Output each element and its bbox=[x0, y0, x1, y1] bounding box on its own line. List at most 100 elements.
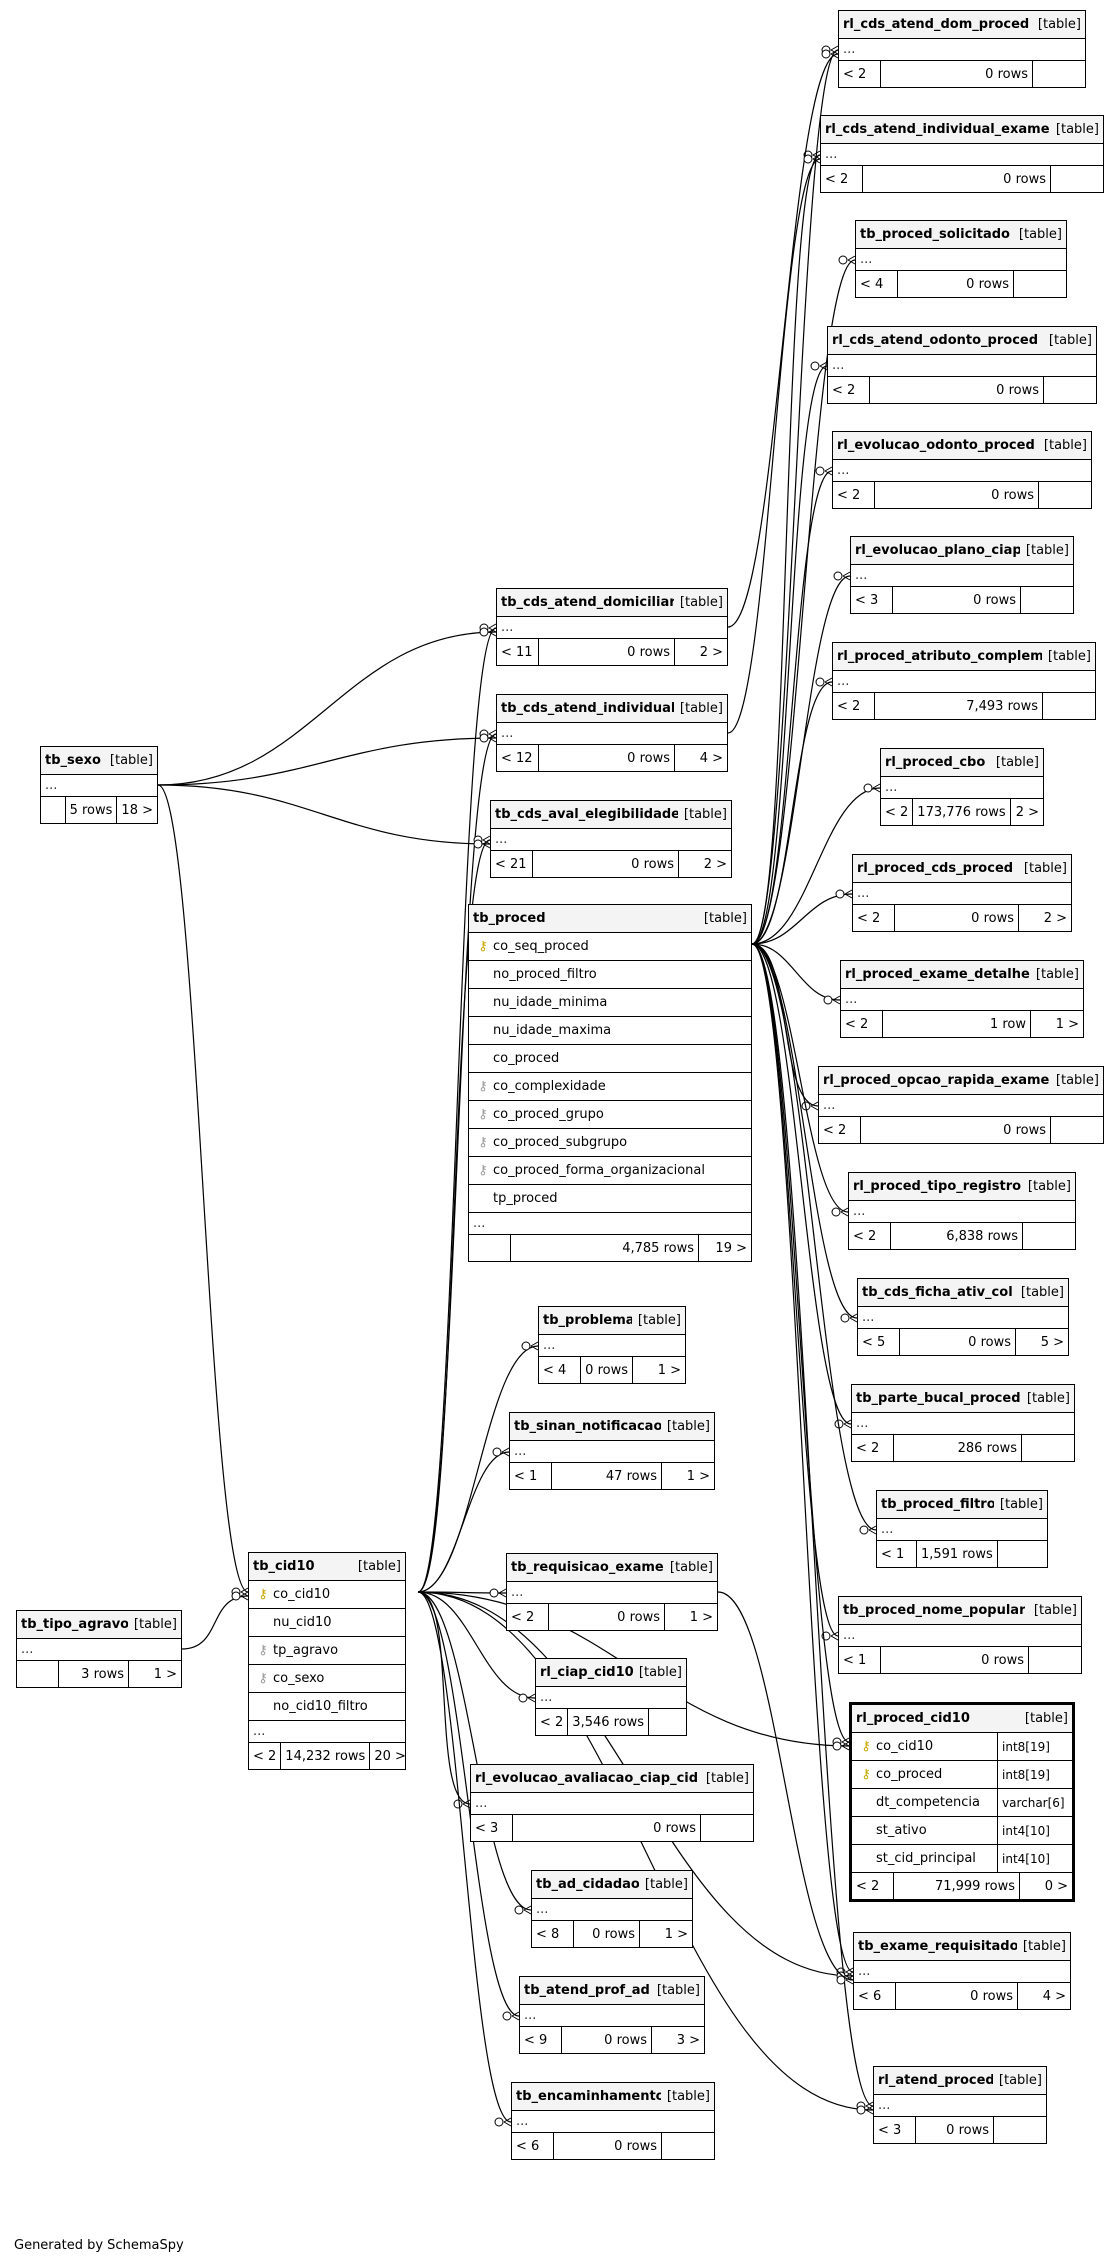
table-name[interactable]: tb_requisicao_exame bbox=[511, 1560, 664, 1575]
column-row[interactable]: nu_idade_maxima bbox=[469, 1017, 751, 1045]
table-name[interactable]: rl_evolucao_plano_ciap bbox=[855, 543, 1020, 558]
table-name[interactable]: rl_proced_cid10 bbox=[856, 1711, 970, 1726]
parent-count: < 4 bbox=[856, 271, 898, 297]
table-name[interactable]: rl_proced_cds_proced bbox=[857, 861, 1014, 876]
table-name[interactable]: rl_atend_proced bbox=[878, 2073, 993, 2088]
column-row[interactable]: ⚷co_complexidade bbox=[469, 1073, 751, 1101]
row-count: 0 rows bbox=[533, 851, 679, 877]
column-row[interactable]: ⚷co_proced_forma_organizacional bbox=[469, 1157, 751, 1185]
column-row[interactable]: ⚷co_proced_grupo bbox=[469, 1101, 751, 1129]
many-marker bbox=[843, 1419, 852, 1429]
column-row[interactable]: ⚷co_proced_subgrupo bbox=[469, 1129, 751, 1157]
table-name[interactable]: tb_cid10 bbox=[253, 1559, 315, 1574]
column-row[interactable]: no_proced_filtro bbox=[469, 961, 751, 989]
column-row[interactable]: tp_proced bbox=[469, 1185, 751, 1213]
table-name[interactable]: tb_cds_atend_domiciliar bbox=[501, 595, 674, 610]
column-row[interactable]: ⚷co_sexo bbox=[249, 1665, 405, 1693]
table-type: [table] bbox=[669, 1560, 713, 1575]
column-row[interactable]: nu_idade_minima bbox=[469, 989, 751, 1017]
table-name[interactable]: tb_exame_requisitado bbox=[858, 1939, 1017, 1954]
table-name[interactable]: rl_proced_exame_detalhe bbox=[845, 967, 1030, 982]
table-name[interactable]: rl_cds_atend_dom_proced bbox=[843, 17, 1030, 32]
table-name[interactable]: rl_proced_atributo_complem bbox=[837, 649, 1042, 664]
column-row[interactable]: no_cid10_filtro bbox=[249, 1693, 405, 1721]
table-name[interactable]: rl_evolucao_avaliacao_ciap_cid bbox=[475, 1771, 699, 1786]
table-name[interactable]: tb_cds_aval_elegibilidade bbox=[495, 807, 678, 822]
table-name[interactable]: tb_sinan_notificacao bbox=[514, 1419, 661, 1434]
table-name[interactable]: tb_cds_ficha_ativ_col bbox=[862, 1285, 1013, 1300]
many-marker bbox=[841, 1741, 850, 1751]
table-name[interactable]: rl_proced_opcao_rapida_exame bbox=[823, 1073, 1050, 1088]
table-name[interactable]: tb_encaminhamento bbox=[516, 2089, 661, 2104]
table-name[interactable]: tb_cds_atend_individual bbox=[501, 701, 674, 716]
column-row[interactable]: ⚷co_seq_proced bbox=[469, 933, 751, 961]
table-name[interactable]: tb_proced bbox=[473, 911, 546, 926]
table-rl-cds-atend-individual-exame[interactable]: rl_cds_atend_individual_exame[table]...<… bbox=[820, 115, 1104, 193]
table-name[interactable]: tb_ad_cidadao bbox=[536, 1877, 639, 1892]
parent-count: < 2 bbox=[507, 1604, 549, 1630]
table-name[interactable]: tb_problema bbox=[543, 1313, 632, 1328]
table-rl-evolucao-avaliacao-ciap-cid[interactable]: rl_evolucao_avaliacao_ciap_cid[table]...… bbox=[470, 1764, 754, 1842]
table-name[interactable]: rl_cds_atend_odonto_proced bbox=[832, 333, 1039, 348]
table-name[interactable]: tb_sexo bbox=[45, 753, 101, 768]
table-name[interactable]: tb_proced_nome_popular bbox=[843, 1603, 1026, 1618]
table-name[interactable]: rl_ciap_cid10 bbox=[540, 1665, 633, 1680]
column-row[interactable]: ⚷tp_agravo bbox=[249, 1637, 405, 1665]
table-name[interactable]: rl_proced_tipo_registro bbox=[853, 1179, 1022, 1194]
table-name[interactable]: tb_parte_bucal_proced bbox=[856, 1391, 1021, 1406]
column-row[interactable]: nu_cid10 bbox=[249, 1609, 405, 1637]
parent-count: < 2 bbox=[849, 1223, 891, 1249]
table-name[interactable]: rl_proced_cbo bbox=[885, 755, 986, 770]
table-name[interactable]: tb_atend_prof_ad bbox=[524, 1983, 650, 1998]
column-row[interactable]: co_proced bbox=[469, 1045, 751, 1073]
table-rl-proced-opcao-rapida-exame[interactable]: rl_proced_opcao_rapida_exame[table]...< … bbox=[818, 1066, 1104, 1144]
table-name[interactable]: tb_proced_filtro bbox=[881, 1497, 994, 1512]
table-name[interactable]: rl_cds_atend_individual_exame bbox=[825, 122, 1050, 137]
row-count: 286 rows bbox=[894, 1435, 1022, 1461]
table-name[interactable]: rl_evolucao_odonto_proced bbox=[837, 438, 1035, 453]
more-columns: ... bbox=[819, 1095, 1103, 1117]
table-name[interactable]: tb_tipo_agravo bbox=[21, 1617, 128, 1632]
table-name[interactable]: tb_proced_solicitado bbox=[860, 227, 1010, 242]
column-row[interactable]: ⚷co_cid10 bbox=[249, 1581, 405, 1609]
